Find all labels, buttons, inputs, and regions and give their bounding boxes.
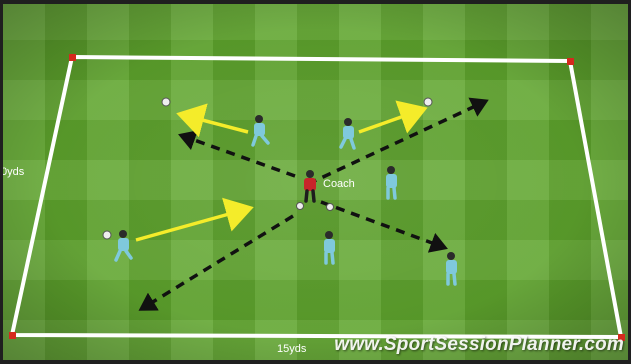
player-figure-icon: [114, 230, 133, 262]
pass-arrow: [358, 100, 428, 134]
player-figure-icon: [324, 231, 335, 265]
football-icon: [423, 97, 433, 107]
football-icon: [161, 97, 171, 107]
pitch-area: Coach 0yds 15yds www.SportSessionPlanner…: [3, 4, 628, 360]
run-arrow: [307, 97, 489, 186]
football-icon: [296, 202, 304, 210]
side-distance-label: 0yds: [3, 166, 25, 178]
corner-cone-icon: [9, 332, 16, 339]
watermark: www.SportSessionPlanner.com: [334, 334, 624, 355]
player-figure-icon: [339, 118, 356, 150]
drill-diagram: Coach 0yds 15yds: [3, 54, 625, 355]
corner-cone-icon: [567, 58, 574, 65]
football-icon: [102, 230, 112, 240]
pass-arrow: [176, 103, 249, 138]
run-arrow: [138, 214, 294, 311]
run-arrow: [178, 130, 296, 178]
pass-arrow: [135, 197, 254, 242]
player-figure-icon: [251, 115, 270, 147]
corner-cone-icon: [618, 334, 625, 341]
player-figure-icon: [386, 166, 397, 200]
run-arrow: [320, 200, 448, 253]
bottom-distance-label: 15yds: [277, 343, 307, 355]
coach-figure-icon: [304, 170, 316, 203]
field-boundary: [10, 55, 623, 339]
coach-label: Coach: [323, 178, 355, 190]
corner-cone-icon: [69, 54, 76, 61]
football-icon: [326, 203, 334, 211]
player-figure-icon: [446, 252, 457, 286]
